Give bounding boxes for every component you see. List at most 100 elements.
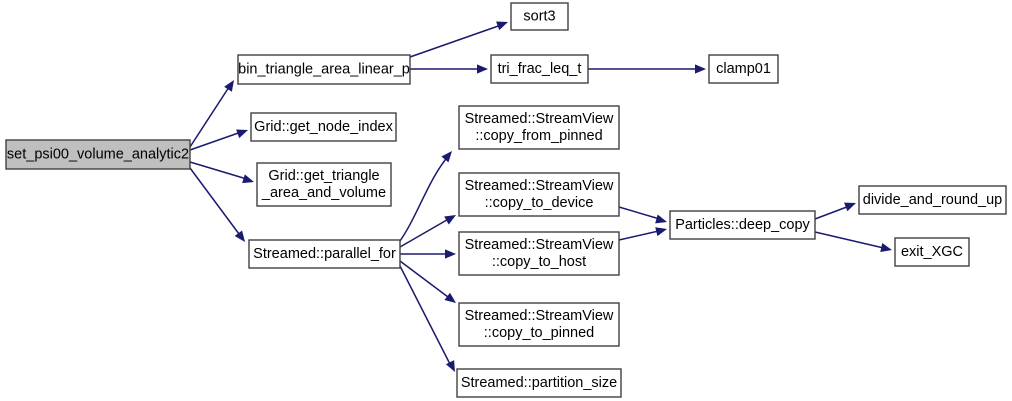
edge-tri_frac_leq_t-to-clamp01 [588,64,706,74]
edge-parallel_for-to-copy_from_pinned [399,151,452,242]
node-box[interactable] [458,172,620,217]
node-divide_and_round_up[interactable]: divide_and_round_up [858,185,1007,215]
node-label: Streamed::StreamView [465,111,614,127]
node-partition_size[interactable]: Streamed::partition_size [456,368,622,398]
arrowhead-icon [445,360,455,372]
edge-line [189,167,243,239]
node-box[interactable] [5,139,191,170]
node-label: ::copy_to_pinned [484,325,594,341]
arrowhead-icon [234,230,245,242]
arrowhead-icon [444,292,456,303]
edge-bin_triangle_area_linear_p-to-sort3 [409,21,508,58]
node-label: tri_frac_leq_t [498,61,582,77]
node-box[interactable] [248,239,401,269]
node-label: Streamed::StreamView [465,308,614,324]
node-tri_frac_leq_t[interactable]: tri_frac_leq_t [490,54,589,84]
edge-line [618,229,664,241]
edge-root-to-bin_triangle_area_linear_p [189,80,234,148]
node-label: _area_and_volume [261,185,386,201]
edge-copy_to_host-to-deep_copy [618,227,667,241]
edges-layer [189,21,892,372]
edge-deep_copy-to-divide_and_round_up [814,202,856,220]
arrowhead-icon [655,227,667,237]
node-box[interactable] [858,185,1007,215]
edge-parallel_for-to-copy_to_pinned [399,260,456,303]
node-root[interactable]: set_psi00_volume_analytic2 [5,139,191,170]
node-copy_to_host[interactable]: Streamed::StreamView::copy_to_host [458,231,620,276]
edge-line [814,231,889,250]
edge-root-to-get_triangle_area_and_volume [189,161,254,184]
node-box[interactable] [510,2,569,31]
node-label: exit_XGC [901,244,963,260]
edge-line [618,206,664,221]
node-box[interactable] [458,302,620,347]
arrowhead-icon [445,249,456,259]
edge-line [409,23,505,58]
arrowhead-icon [236,129,248,139]
node-label: ::copy_to_device [485,195,594,211]
node-label: Grid::get_triangle [268,168,379,184]
edge-line [399,154,450,242]
node-box[interactable] [458,105,620,150]
node-label: set_psi00_volume_analytic2 [7,146,189,162]
edge-line [399,265,453,369]
node-clamp01[interactable]: clamp01 [708,54,779,84]
edge-line [399,216,453,248]
nodes-layer: set_psi00_volume_analytic2 bin_triangle_a… [5,2,1007,398]
node-sort3[interactable]: sort3 [510,2,569,31]
node-box[interactable] [894,237,970,267]
node-label: clamp01 [716,61,771,77]
edge-line [814,204,853,220]
arrowhead-icon [224,80,234,92]
node-box[interactable] [669,210,816,240]
node-label: Streamed::StreamView [465,178,614,194]
node-exit_XGC[interactable]: exit_XGC [894,237,970,267]
edge-copy_to_device-to-deep_copy [618,206,667,224]
arrowhead-icon [844,202,856,212]
node-label: sort3 [523,8,555,24]
node-copy_to_device[interactable]: Streamed::StreamView::copy_to_device [458,172,620,217]
arrowhead-icon [695,64,706,74]
node-box[interactable] [250,112,397,142]
node-box[interactable] [256,162,392,207]
arrowhead-icon [441,151,452,163]
edge-line [189,161,251,181]
node-label: bin_triangle_area_linear_p [238,61,410,77]
arrowhead-icon [880,243,892,253]
arrowhead-icon [655,214,667,224]
edge-line [399,260,453,301]
arrowhead-icon [242,174,254,184]
node-label: Particles::deep_copy [675,217,810,233]
node-label: divide_and_round_up [863,192,1003,208]
node-box[interactable] [458,231,620,276]
node-label: Streamed::StreamView [465,237,614,253]
node-get_node_index[interactable]: Grid::get_node_index [250,112,397,142]
arrowhead-icon [496,21,508,31]
node-get_triangle_area_and_volume[interactable]: Grid::get_triangle_area_and_volume [256,162,392,207]
node-copy_from_pinned[interactable]: Streamed::StreamView::copy_from_pinned [458,105,620,150]
node-box[interactable] [237,54,411,85]
node-parallel_for[interactable]: Streamed::parallel_for [248,239,401,269]
node-box[interactable] [456,368,622,398]
node-label: ::copy_from_pinned [475,128,602,144]
edge-parallel_for-to-copy_to_host [400,249,456,259]
node-box[interactable] [708,54,779,84]
node-box[interactable] [490,54,589,84]
edge-root-to-get_node_index [189,129,248,151]
node-deep_copy[interactable]: Particles::deep_copy [669,210,816,240]
edge-deep_copy-to-exit_XGC [814,231,892,253]
node-label: Grid::get_node_index [254,119,393,135]
node-bin_triangle_area_linear_p[interactable]: bin_triangle_area_linear_p [237,54,411,85]
node-copy_to_pinned[interactable]: Streamed::StreamView::copy_to_pinned [458,302,620,347]
edge-line [189,130,245,151]
edge-parallel_for-to-copy_to_device [399,215,456,248]
arrowhead-icon [477,64,488,74]
edge-line [189,83,232,148]
edge-parallel_for-to-partition_size [399,265,455,372]
edge-bin_triangle_area_linear_p-to-tri_frac_leq_t [410,64,488,74]
node-label: Streamed::partition_size [461,375,617,391]
node-label: Streamed::parallel_for [253,246,396,262]
arrowhead-icon [444,215,456,225]
